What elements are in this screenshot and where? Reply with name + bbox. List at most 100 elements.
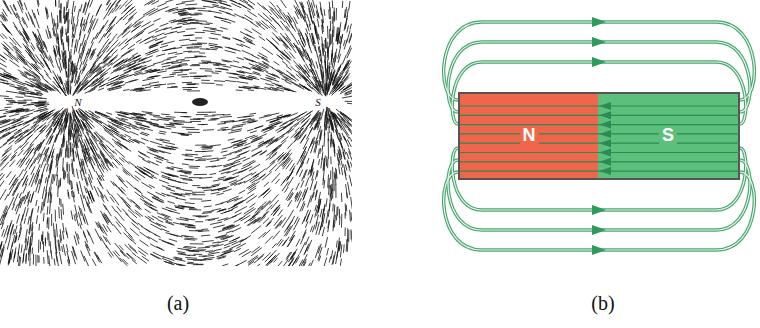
iron-filing	[137, 29, 146, 35]
iron-filing	[19, 22, 25, 32]
iron-filing	[349, 210, 351, 222]
iron-filing	[347, 239, 349, 251]
iron-filing	[195, 151, 206, 152]
iron-filing	[111, 194, 119, 205]
iron-filing	[325, 237, 327, 248]
iron-filing	[150, 244, 156, 247]
iron-filing	[224, 246, 231, 248]
iron-filing	[12, 190, 15, 195]
iron-filing	[153, 116, 161, 117]
iron-filing	[0, 181, 4, 188]
iron-filing	[132, 260, 137, 264]
iron-filing	[50, 192, 51, 202]
iron-filing	[222, 61, 229, 62]
iron-filing	[21, 245, 22, 253]
iron-filing	[97, 178, 101, 186]
iron-filing	[138, 156, 144, 160]
iron-filing	[262, 201, 271, 210]
iron-filing	[184, 116, 192, 117]
iron-filing	[67, 21, 69, 34]
iron-filing	[259, 36, 265, 40]
iron-filing	[137, 256, 147, 263]
iron-filing	[256, 21, 262, 25]
iron-filing	[47, 206, 49, 214]
iron-filing	[274, 258, 278, 262]
iron-filing	[324, 9, 326, 16]
iron-filing	[205, 70, 214, 71]
iron-filing	[263, 218, 269, 224]
iron-filing	[308, 170, 310, 176]
iron-filing	[178, 253, 186, 254]
iron-filing	[74, 6, 75, 12]
iron-filing	[241, 173, 252, 179]
iron-filing	[212, 184, 221, 186]
iron-filing	[201, 83, 214, 84]
iron-filing	[202, 155, 211, 157]
iron-filing	[207, 158, 219, 160]
iron-filing	[36, 200, 37, 206]
iron-filing	[47, 217, 48, 223]
iron-filing	[345, 18, 347, 29]
iron-filing	[84, 214, 88, 225]
iron-filing	[71, 13, 72, 25]
iron-filing	[181, 194, 190, 195]
iron-filing	[198, 216, 206, 217]
iron-filing	[203, 147, 213, 149]
iron-filing	[296, 65, 300, 70]
iron-filing	[214, 17, 223, 19]
iron-filing	[153, 163, 159, 166]
iron-filing	[124, 4, 132, 12]
iron-filing	[316, 11, 318, 18]
iron-filing	[232, 176, 240, 179]
iron-filing	[120, 223, 126, 229]
iron-filing	[55, 210, 56, 222]
iron-filing	[351, 197, 352, 210]
iron-filing	[225, 80, 236, 81]
iron-filing	[234, 182, 241, 185]
iron-filing	[80, 17, 82, 27]
iron-filing	[202, 212, 212, 213]
iron-filing	[4, 225, 8, 237]
iron-filing	[250, 203, 256, 207]
iron-filing	[333, 11, 334, 21]
iron-filing	[121, 137, 131, 143]
iron-filing	[350, 229, 351, 239]
iron-filing	[221, 127, 229, 129]
iron-filing	[329, 204, 331, 210]
iron-filing	[45, 238, 46, 246]
iron-filing	[254, 219, 260, 224]
iron-filing	[46, 164, 48, 171]
iron-filing	[265, 236, 273, 244]
iron-filing	[193, 76, 207, 77]
iron-filing	[341, 214, 342, 228]
iron-filing	[193, 249, 206, 250]
iron-filing	[328, 220, 330, 232]
iron-filing	[188, 87, 198, 88]
iron-filing	[116, 211, 124, 221]
iron-filing	[310, 138, 313, 146]
iron-filing	[83, 205, 85, 211]
iron-filing	[186, 28, 196, 30]
iron-filing	[284, 259, 289, 266]
iron-filing	[315, 170, 317, 180]
iron-filing	[322, 14, 323, 23]
iron-filing	[47, 232, 48, 241]
iron-filing	[190, 65, 200, 66]
iron-filing	[302, 216, 305, 224]
iron-filing	[109, 16, 116, 26]
iron-filing	[349, 1, 350, 10]
iron-filing	[325, 51, 326, 59]
iron-filing	[292, 34, 298, 45]
iron-filing	[2, 12, 8, 21]
iron-filing	[190, 198, 203, 199]
iron-filing	[66, 164, 67, 171]
iron-filing	[58, 180, 59, 189]
iron-filing	[166, 233, 179, 237]
iron-filing	[162, 175, 171, 178]
iron-filing	[330, 156, 331, 164]
iron-filing	[286, 37, 294, 48]
iron-filing	[4, 107, 11, 109]
iron-filing	[225, 50, 236, 53]
iron-filing	[54, 174, 56, 180]
iron-filing	[201, 60, 211, 62]
